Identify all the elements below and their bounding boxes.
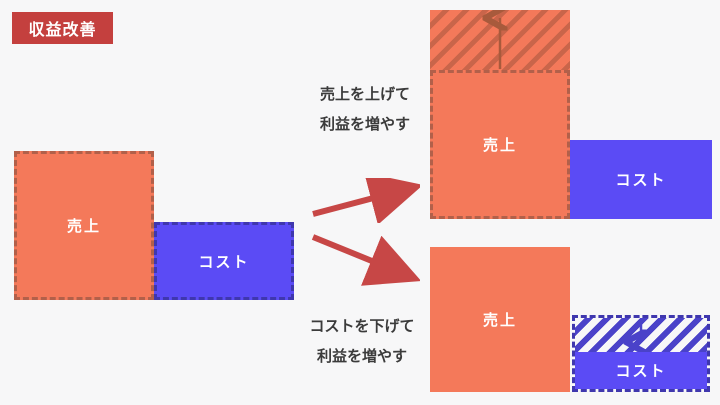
caption-cost-down-line1: コストを下げて [309,318,415,335]
title-badge: 収益改善 [12,12,113,44]
increase-up-arrow-icon [430,10,570,69]
scenario2-cost-box: コスト [572,315,710,392]
baseline-cost-label: コスト [198,253,250,271]
decrease-down-arrow-icon [575,319,707,352]
scenario1-cost-box: コスト [570,140,712,219]
baseline-cost-box: コスト [154,222,294,300]
scenario2-sales-label: 売上 [482,312,517,329]
baseline-sales-label: 売上 [66,218,101,235]
caption-sales-up-line1: 売上を上げて [319,86,410,103]
arrow-to-sales-up-icon [312,178,420,223]
scenario2-cost-remaining: コスト [575,352,707,389]
caption-sales-up-line2: 利益を増やす [319,116,410,133]
scenario2-cost-label: コスト [615,363,667,380]
caption-sales-up: 売上を上げて 利益を増やす [300,80,430,140]
caption-cost-down-line2: 利益を増やす [316,348,407,365]
scenario2-sales-box: 売上 [430,247,570,392]
arrow-to-cost-down-icon [311,234,420,286]
sales-increase-hatch-area [430,10,570,70]
scenario1-sales-label: 売上 [482,137,517,154]
cost-reduction-hatch-area [575,318,707,352]
baseline-sales-box: 売上 [14,151,154,300]
scenario1-sales-box: 売上 [430,70,570,219]
scenario1-cost-label: コスト [615,172,667,189]
caption-cost-down: コストを下げて 利益を増やす [297,312,427,372]
